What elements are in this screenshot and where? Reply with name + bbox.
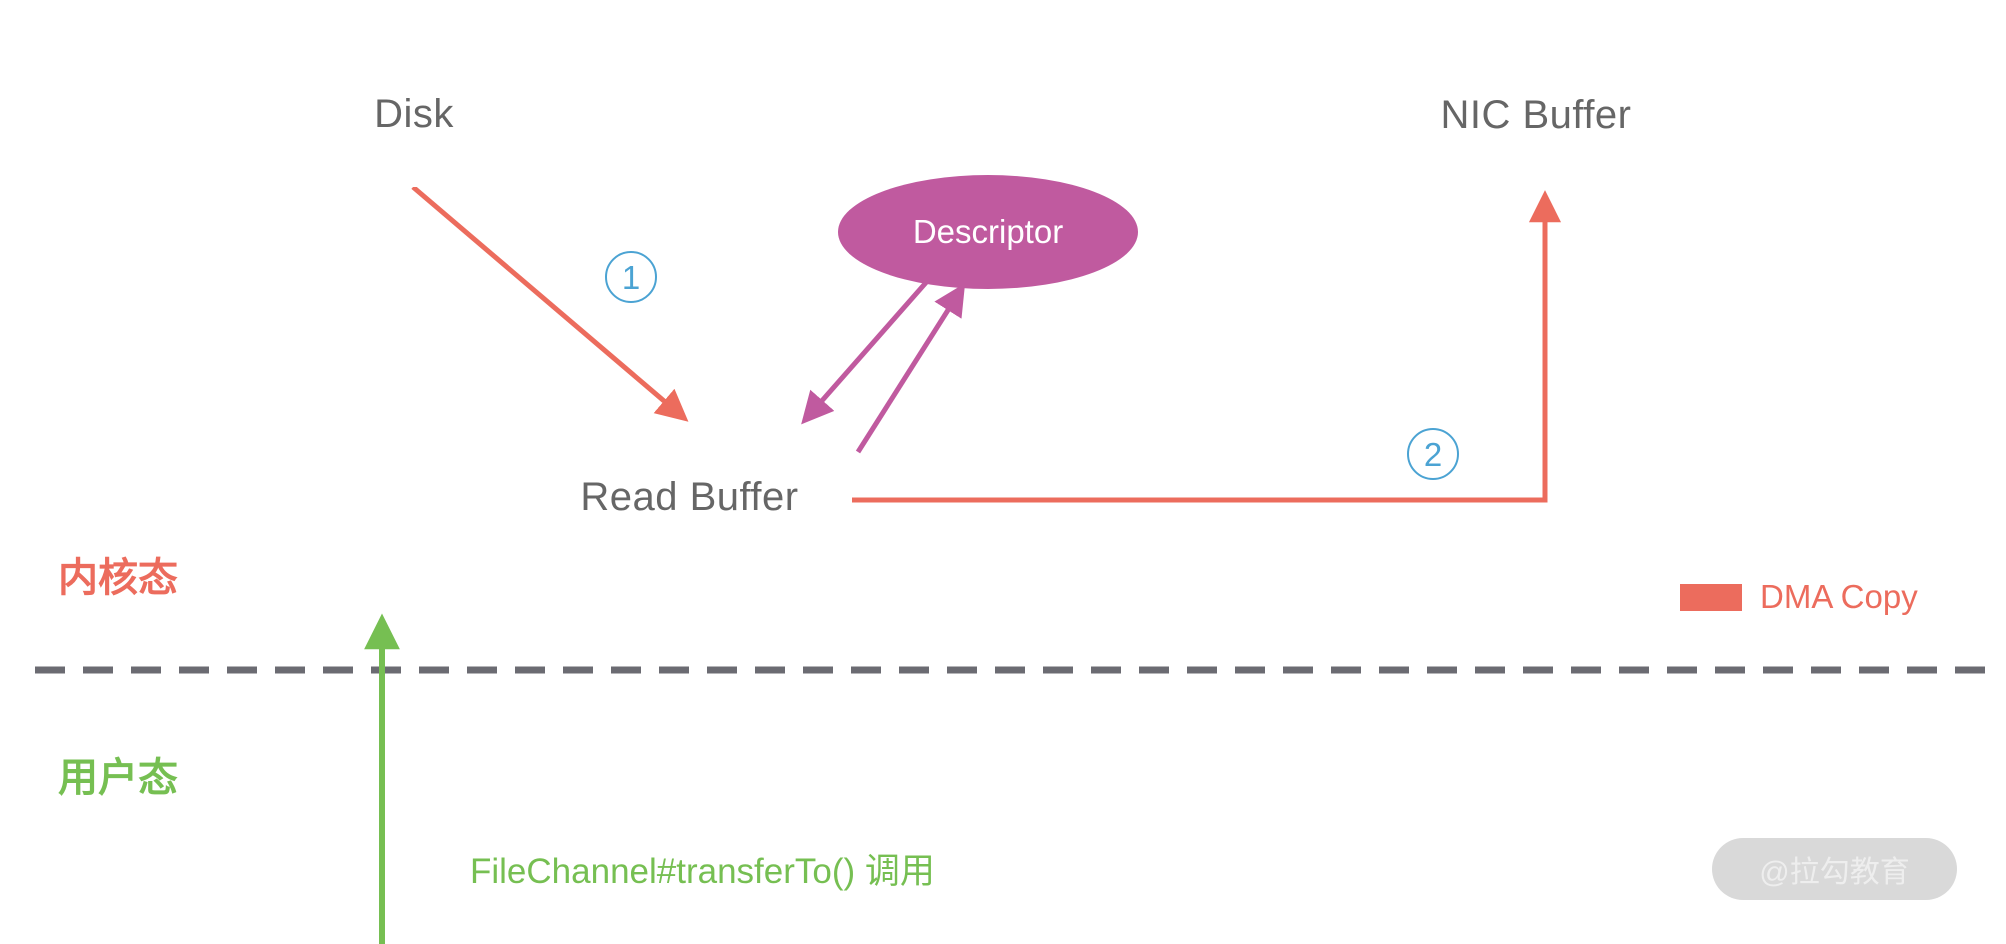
- legend: DMA Copy: [1680, 578, 1918, 616]
- edge-descriptor-to-read-buffer: [801, 276, 932, 425]
- user-mode-label: 用户态: [58, 756, 178, 800]
- node-nic-buffer-label: NIC Buffer: [1440, 93, 1632, 137]
- edge-disk-to-read-buffer: [411, 185, 689, 422]
- step-badge-2: 2: [1407, 428, 1459, 480]
- node-read-buffer[interactable]: Read Buffer: [527, 425, 852, 570]
- legend-dma-copy-swatch: [1680, 583, 1742, 611]
- edge-read-buffer-to-nic-buffer: [852, 190, 1562, 503]
- edge-read-buffer-to-descriptor: [855, 283, 966, 454]
- watermark: @拉勾教育: [1712, 838, 1957, 900]
- transferto-call-label: FileChannel#transferTo() 调用: [470, 852, 935, 891]
- node-disk[interactable]: Disk: [250, 42, 578, 187]
- node-read-buffer-label: Read Buffer: [580, 475, 799, 519]
- node-nic-buffer[interactable]: NIC Buffer: [1372, 43, 1700, 188]
- descriptor-ellipse: [838, 175, 1138, 289]
- kernel-mode-label: 内核态: [58, 556, 178, 600]
- step-badge-1: 1: [605, 251, 657, 303]
- node-disk-label: Disk: [374, 92, 454, 136]
- legend-dma-copy-label: DMA Copy: [1760, 578, 1918, 615]
